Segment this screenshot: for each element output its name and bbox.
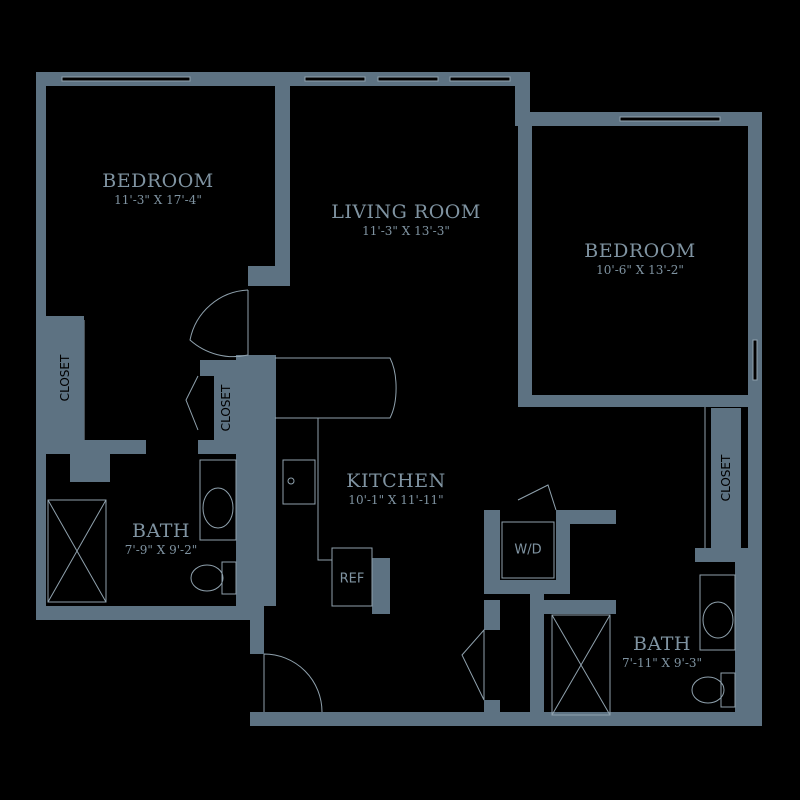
room-label-living-room: LIVING ROOM 11'-3" X 13'-3" <box>331 201 481 238</box>
room-name: BEDROOM <box>102 170 214 192</box>
room-name: KITCHEN <box>346 470 446 492</box>
room-name: BEDROOM <box>584 240 696 262</box>
room-label-bedroom-2: BEDROOM 10'-6" X 13'-2" <box>584 240 695 277</box>
room-label-bedroom-1: BEDROOM 11'-3" X 17'-4" <box>102 170 213 207</box>
closet-block-3 <box>711 408 741 548</box>
walls <box>36 72 762 726</box>
closet-label-2: CLOSET <box>219 384 233 432</box>
washer-dryer-label: W/D <box>514 542 542 558</box>
closet-label-3: CLOSET <box>719 454 733 502</box>
room-label-bath-2: BATH 7'-11" X 9'-3" <box>622 633 702 670</box>
doors <box>185 289 557 713</box>
closet-block-1 <box>46 316 84 440</box>
fixtures-lines <box>47 320 736 716</box>
room-label-bath-1: BATH 7'-9" X 9'-2" <box>125 520 197 557</box>
room-dimensions: 11'-3" X 17'-4" <box>114 193 202 207</box>
room-name: BATH <box>132 520 190 542</box>
windows <box>61 76 758 381</box>
room-dimensions: 10'-6" X 13'-2" <box>596 263 684 277</box>
room-name: BATH <box>633 633 691 655</box>
room-label-kitchen: KITCHEN 10'-1" X 11'-11" <box>346 470 445 507</box>
closet-label-1: CLOSET <box>58 354 72 402</box>
room-dimensions: 10'-1" X 11'-11" <box>348 493 444 507</box>
refrigerator-label: REF <box>339 571 365 587</box>
room-name: LIVING ROOM <box>331 201 481 223</box>
room-dimensions: 7'-9" X 9'-2" <box>124 543 198 557</box>
room-dimensions: 7'-11" X 9'-3" <box>621 656 703 670</box>
room-dimensions: 11'-3" X 13'-3" <box>362 224 450 238</box>
closet-block-2 <box>214 376 238 440</box>
